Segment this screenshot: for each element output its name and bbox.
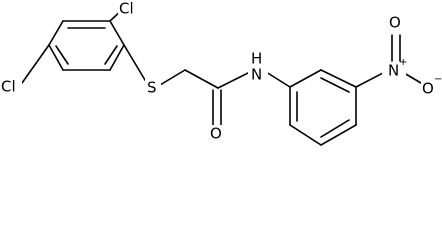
bond-ring1-6 <box>48 20 64 46</box>
atom-cl-top: Cl <box>118 0 140 18</box>
bond-n-ring2 <box>265 71 291 88</box>
bond-ring1-cl-left <box>21 44 50 84</box>
atom-sulfur: S <box>145 79 161 97</box>
bond-ring1-5 <box>48 44 64 71</box>
bond-ring2-nitro <box>355 72 384 88</box>
atom-amide-nh: H N <box>248 50 268 87</box>
chemical-structure-diagram: Cl Cl S H N O N + O O − <box>0 0 442 146</box>
bond-ch2-carbonyl <box>184 69 219 89</box>
bond-ring1-3 <box>109 44 125 71</box>
bond-ring2-4 <box>320 124 357 146</box>
atom-nitro-n: N + <box>382 57 407 80</box>
dichlorophenyl-ring <box>48 20 125 71</box>
atom-label-nitro-o-right: O <box>422 80 434 98</box>
bond-ring1-double-right <box>104 45 118 65</box>
atom-nitro-o-right: O − <box>421 74 442 100</box>
bond-ring2-5 <box>289 124 322 146</box>
atom-cl-left: Cl <box>0 78 22 96</box>
atom-charge-nitro-n: + <box>399 57 407 68</box>
bond-ring1-double-left <box>55 45 69 65</box>
atom-nitro-o-top: O <box>387 14 405 33</box>
bond-ring1-2 <box>109 20 125 46</box>
bond-carbonyl-n <box>217 71 251 89</box>
atom-carbonyl-o: O <box>208 125 226 143</box>
bond-ring1-s <box>123 44 149 86</box>
atom-label-sulfur: S <box>147 79 157 97</box>
bond-nitro-o-right <box>403 72 422 84</box>
atom-label-carbonyl-o: O <box>210 125 222 143</box>
atom-charge-nitro-o-right: − <box>434 74 442 85</box>
atom-label-nitro-o-top: O <box>389 14 401 32</box>
atom-label-cl-top: Cl <box>119 0 134 18</box>
bond-ring2-double-bottom <box>320 119 350 138</box>
atom-label-cl-left: Cl <box>1 78 16 96</box>
bond-ring2-2 <box>320 69 357 88</box>
atom-label-amide-h: H <box>251 50 262 68</box>
atom-label-nitro-n: N <box>388 62 399 80</box>
nitrophenyl-ring <box>289 69 357 146</box>
bond-ring2-1 <box>289 69 322 88</box>
atom-label-amide-n: N <box>251 66 262 84</box>
bond-s-ch2 <box>159 69 186 86</box>
bond-ring2-double-top <box>320 77 350 93</box>
